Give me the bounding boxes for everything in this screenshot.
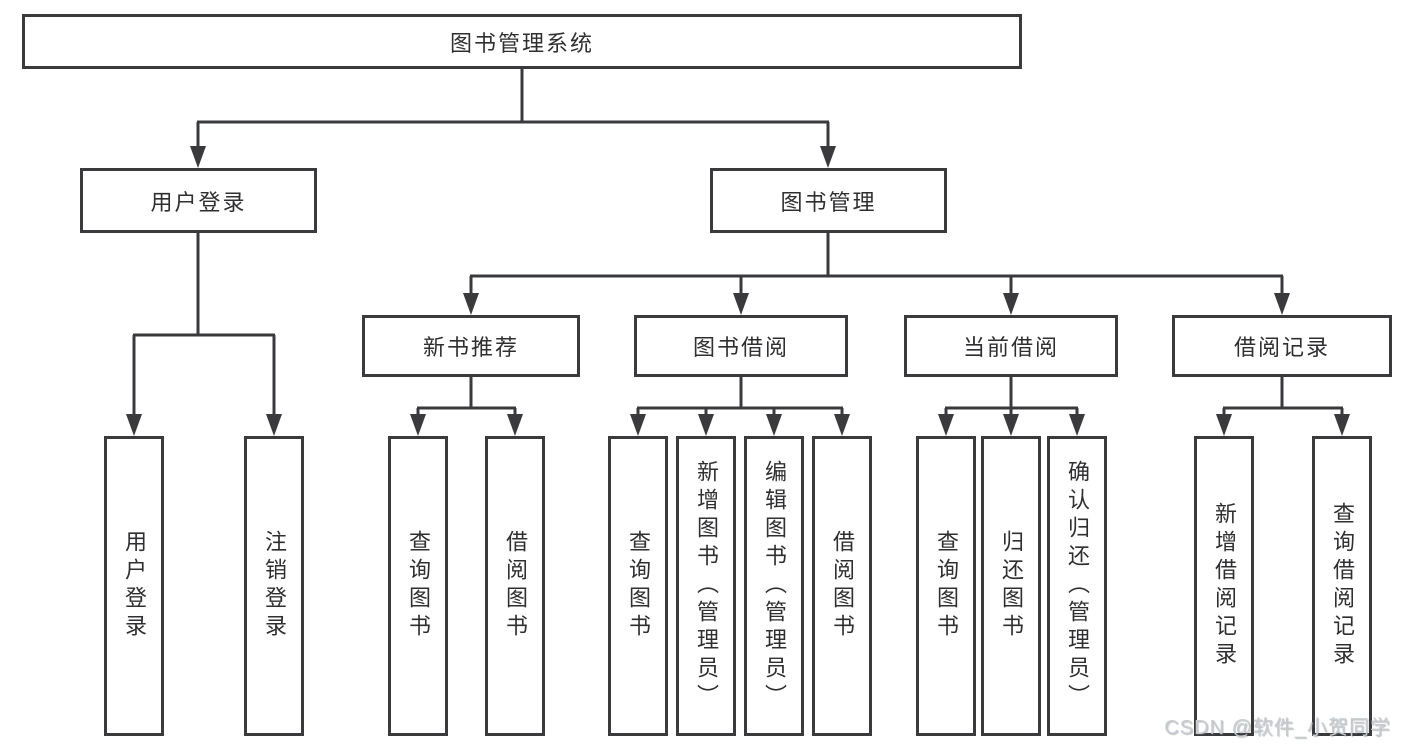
node-borrow-records: 借阅记录 [1172,315,1392,377]
connector-records-to-leaves [1222,377,1344,420]
leaf-borrow-books-2: 借阅图书 [812,436,872,736]
leaf-add-borrow-record: 新增借阅记录 [1194,436,1254,736]
connector-bookmgmt-to-level3 [469,233,1284,297]
leaf-add-book-admin: 新增图书（管理员） [676,436,736,736]
leaf-edit-book-admin: 编辑图书（管理员） [744,436,804,736]
node-root: 图书管理系统 [22,14,1022,69]
connector-newbook-to-leaves [416,377,517,420]
leaf-query-borrow-record: 查询借阅记录 [1312,436,1372,736]
connector-borrow-to-leaves [636,377,844,420]
leaf-confirm-return-admin: 确认归还（管理员） [1047,436,1107,736]
connector-userlogin-to-leaves [132,233,276,418]
node-current-borrow: 当前借阅 [904,315,1118,377]
connector-root-to-level2 [196,68,830,150]
connector-current-to-leaves [944,377,1079,420]
node-user-login: 用户登录 [80,168,317,233]
leaf-return-book: 归还图书 [981,436,1041,736]
leaf-borrow-books-1: 借阅图书 [485,436,545,736]
leaf-query-books-2: 查询图书 [608,436,668,736]
csdn-watermark: CSDN @软件_小贺同学 [1164,717,1391,739]
node-new-book-recommend: 新书推荐 [362,315,580,377]
arrowheads [126,146,1350,436]
leaf-logout: 注销登录 [244,436,304,736]
leaf-query-books-3: 查询图书 [916,436,976,736]
leaf-user-login: 用户登录 [104,436,164,736]
leaf-query-books-1: 查询图书 [388,436,448,736]
node-book-management: 图书管理 [710,168,947,233]
node-book-borrow: 图书借阅 [634,315,848,377]
